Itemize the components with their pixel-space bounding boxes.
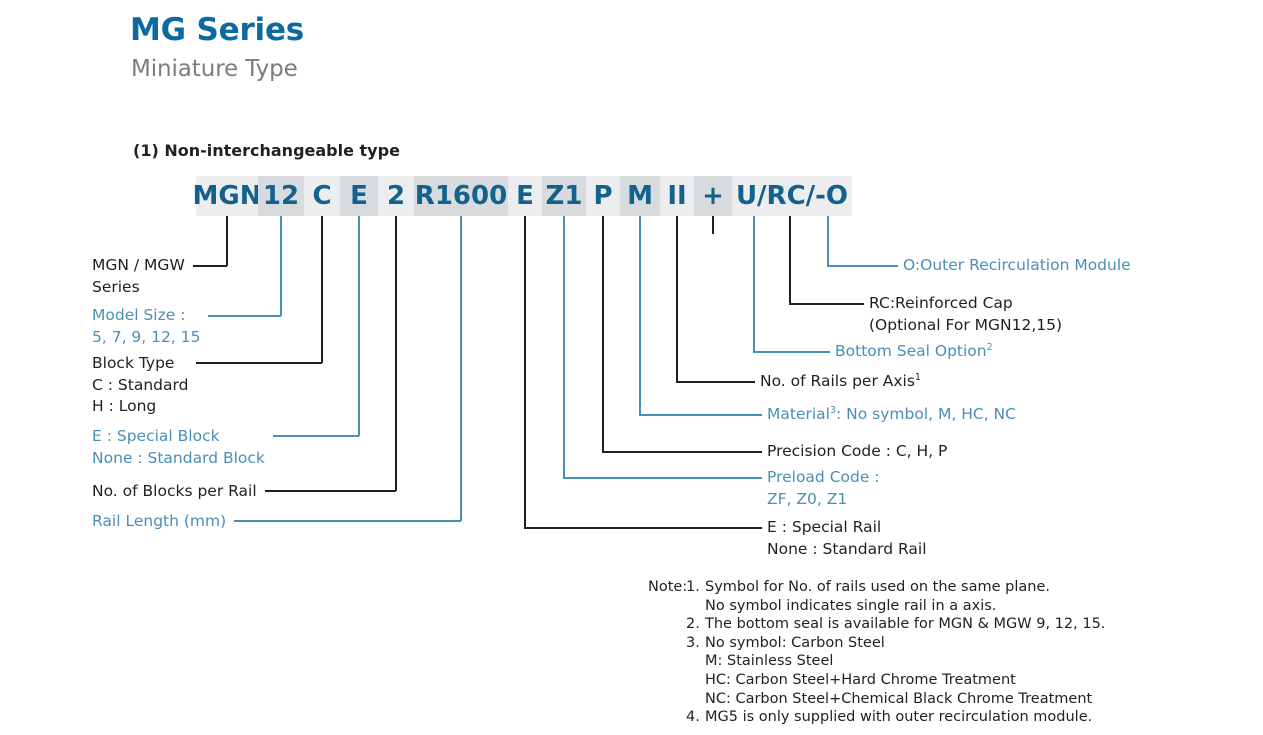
leader-h-right-3 bbox=[676, 381, 755, 383]
note-text: Symbol for No. of rails used on the same… bbox=[705, 579, 1050, 595]
note-line: HC: Carbon Steel+Hard Chrome Treatment bbox=[648, 671, 1105, 690]
leader-h-right-4 bbox=[639, 414, 762, 416]
leader-h-right-2 bbox=[753, 351, 830, 353]
note-line: 3. No symbol: Carbon Steel bbox=[648, 634, 1105, 653]
leader-v-right-0 bbox=[827, 216, 829, 266]
note-number: 3. bbox=[686, 634, 700, 651]
note-label bbox=[648, 615, 686, 634]
leader-v-right-5 bbox=[602, 216, 604, 452]
leader-h-left-4 bbox=[264, 490, 396, 492]
leader-h-right-0 bbox=[827, 265, 898, 267]
note-line: M: Stainless Steel bbox=[648, 652, 1105, 671]
leader-v-right-3 bbox=[676, 216, 678, 382]
code-segment-8: P bbox=[586, 176, 620, 216]
note-label bbox=[648, 597, 686, 616]
leader-h-right-1 bbox=[789, 303, 864, 305]
leader-v-right-2 bbox=[753, 216, 755, 352]
note-line: 2. The bottom seal is available for MGN &… bbox=[648, 615, 1105, 634]
note-text: The bottom seal is available for MGN & M… bbox=[705, 616, 1106, 633]
leader-h-right-5 bbox=[602, 451, 762, 453]
callout-label-right-4: Material3: No symbol, M, HC, NC bbox=[767, 404, 1016, 423]
page-subtitle: Miniature Type bbox=[131, 56, 298, 82]
note-text: No symbol indicates single rail in a axi… bbox=[705, 597, 997, 614]
leader-v-right-1 bbox=[789, 216, 791, 304]
callout-label-left-1: Model Size :5, 7, 9, 12, 15 bbox=[92, 306, 201, 346]
code-segment-2: C bbox=[304, 176, 340, 216]
code-segment-7: Z1 bbox=[542, 176, 586, 216]
code-segment-4: 2 bbox=[378, 176, 414, 216]
note-number bbox=[686, 652, 705, 671]
note-number: 1. bbox=[686, 579, 700, 595]
callout-label-left-4: No. of Blocks per Rail bbox=[92, 482, 257, 500]
note-text: M: Stainless Steel bbox=[705, 653, 834, 670]
note-label bbox=[648, 708, 686, 727]
leader-v-right-6 bbox=[563, 216, 565, 478]
leader-v-right-7 bbox=[524, 216, 526, 528]
note-number bbox=[686, 690, 705, 709]
leader-v-left-2 bbox=[321, 216, 323, 363]
note-label bbox=[648, 652, 686, 671]
note-number bbox=[686, 671, 705, 690]
note-line: No symbol indicates single rail in a axi… bbox=[648, 597, 1105, 616]
note-number: 2. bbox=[686, 616, 700, 633]
leader-h-left-3 bbox=[272, 435, 359, 437]
note-text: HC: Carbon Steel+Hard Chrome Treatment bbox=[705, 671, 1016, 688]
notes-block: Note:1. Symbol for No. of rails used on t… bbox=[648, 578, 1105, 727]
leader-h-left-2 bbox=[196, 362, 322, 364]
section-heading: (1) Non-interchangeable type bbox=[133, 141, 400, 160]
leader-h-left-0 bbox=[192, 265, 227, 267]
note-line: Note:1. Symbol for No. of rails used on t… bbox=[648, 578, 1105, 597]
note-number: 4. bbox=[686, 709, 700, 726]
note-text: No symbol: Carbon Steel bbox=[705, 634, 885, 651]
page-title: MG Series bbox=[130, 12, 305, 48]
note-line: 4. MG5 is only supplied with outer recirc… bbox=[648, 708, 1105, 727]
leader-v-left-4 bbox=[395, 216, 397, 491]
note-label: Note: bbox=[648, 579, 688, 595]
callout-label-right-2: Bottom Seal Option2 bbox=[835, 341, 993, 360]
note-label bbox=[648, 634, 686, 653]
leader-h-left-5 bbox=[234, 520, 461, 522]
code-segment-0: MGN bbox=[193, 176, 262, 216]
code-segment-9: M bbox=[620, 176, 660, 216]
code-segment-6: E bbox=[508, 176, 542, 216]
note-label bbox=[648, 671, 686, 690]
note-line: NC: Carbon Steel+Chemical Black Chrome T… bbox=[648, 690, 1105, 709]
note-text: NC: Carbon Steel+Chemical Black Chrome T… bbox=[705, 690, 1093, 707]
code-segment-3: E bbox=[340, 176, 378, 216]
code-segment-1: 12 bbox=[258, 176, 304, 216]
code-tick-11 bbox=[712, 216, 714, 234]
callout-label-right-0: O:Outer Recirculation Module bbox=[903, 256, 1131, 274]
code-segment-5: R1600 bbox=[414, 176, 508, 216]
code-segment-11: + bbox=[694, 176, 732, 216]
note-label bbox=[648, 690, 686, 709]
leader-v-left-5 bbox=[460, 216, 462, 521]
code-segment-10: II bbox=[660, 176, 694, 216]
note-text: MG5 is only supplied with outer recircul… bbox=[705, 709, 1093, 726]
leader-v-right-4 bbox=[639, 216, 641, 415]
leader-v-left-0 bbox=[226, 216, 228, 266]
callout-label-right-6: Preload Code :ZF, Z0, Z1 bbox=[767, 468, 880, 508]
leader-h-left-1 bbox=[208, 315, 281, 317]
leader-v-left-1 bbox=[280, 216, 282, 316]
code-segment-12: U/RC/-O bbox=[732, 176, 852, 216]
callout-label-right-5: Precision Code : C, H, P bbox=[767, 442, 948, 460]
leader-h-right-6 bbox=[563, 477, 762, 479]
callout-label-right-3: No. of Rails per Axis1 bbox=[760, 371, 921, 390]
leader-v-left-3 bbox=[358, 216, 360, 436]
note-number bbox=[686, 597, 705, 616]
leader-h-right-7 bbox=[524, 527, 762, 529]
callout-label-left-5: Rail Length (mm) bbox=[92, 512, 227, 530]
callout-label-right-1: RC:Reinforced Cap(Optional For MGN12,15) bbox=[869, 294, 1063, 334]
